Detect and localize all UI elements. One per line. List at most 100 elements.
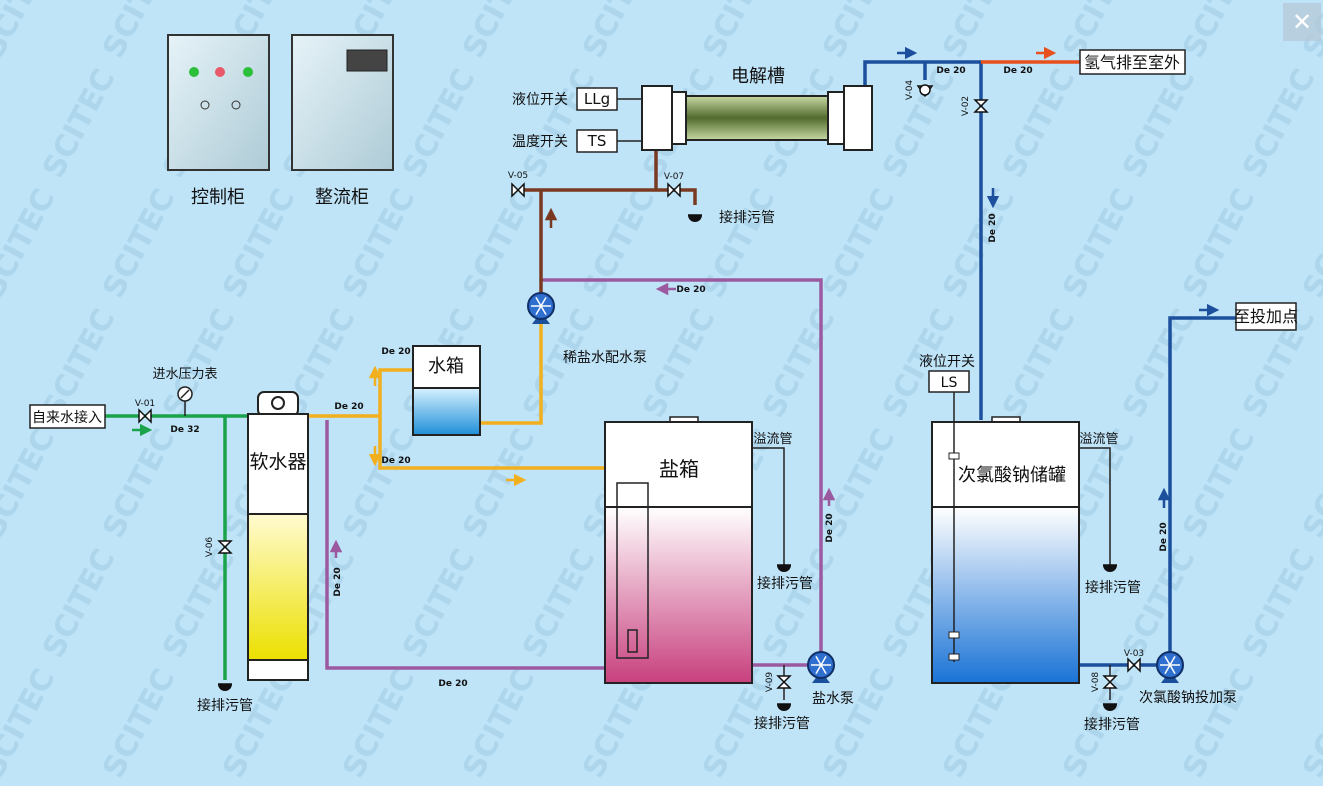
watermark-text: SCITEC xyxy=(96,183,182,303)
drain-hypo-overflow xyxy=(1080,447,1111,565)
watermark-text: SCITEC xyxy=(1176,183,1262,303)
hypo-level-switch-label: 液位开关 xyxy=(919,354,975,370)
pipe-size-label: De 20 xyxy=(825,513,835,542)
watermark-text: SCITEC xyxy=(816,0,902,64)
watermark-text: SCITEC xyxy=(1236,543,1322,663)
pipe-size-labels: De 32 De 20 De 20 De 20 De 20 De 20 De 2… xyxy=(170,66,1169,689)
pipe-size-label: De 20 xyxy=(381,456,410,466)
pipe-size-label: De 20 xyxy=(1003,66,1032,76)
watermark-text: SCITEC xyxy=(696,183,782,303)
watermark-text: SCITEC xyxy=(876,63,962,183)
valve-label: V-07 xyxy=(664,172,684,182)
drain-outlet: 接排污管 xyxy=(757,564,813,592)
hypo-overflow-label: 溢流管 xyxy=(1079,432,1118,447)
switch-knob xyxy=(200,100,210,110)
watermark-text: SCITEC xyxy=(756,303,842,423)
watermark-text: SCITEC xyxy=(1176,0,1262,64)
dosing-point: 至投加点 xyxy=(1234,302,1298,331)
watermark-text: SCITEC xyxy=(156,543,242,663)
salt-tank-fill xyxy=(604,506,753,684)
hydrogen-vent-label: 氢气排至室外 xyxy=(1084,53,1180,72)
watermark-text: SCITEC xyxy=(1296,183,1323,303)
water-tank-label: 水箱 xyxy=(428,356,464,377)
dosing-pump-label: 次氯酸钠投加泵 xyxy=(1139,690,1237,706)
watermark-text: SCITEC xyxy=(336,663,422,782)
watermark-text: SCITEC xyxy=(516,63,602,183)
watermark-text: SCITEC xyxy=(36,63,122,183)
pipe-size-label: De 32 xyxy=(170,425,199,435)
valve-v04: V-04 xyxy=(905,80,934,101)
drain-label: 接排污管 xyxy=(757,575,813,592)
level-switch-line xyxy=(617,98,641,142)
watermark-text: SCITEC xyxy=(0,663,62,782)
watermark-text: SCITEC xyxy=(996,303,1082,423)
water-softener: 软水器 xyxy=(247,391,309,681)
watermark-text: SCITEC xyxy=(0,183,62,303)
watermark-text: SCITEC xyxy=(1116,543,1202,663)
watermark-text: SCITEC xyxy=(1296,423,1323,543)
hydrogen-vent: 氢气排至室外 xyxy=(1079,49,1186,75)
watermark-text: SCITEC xyxy=(1176,423,1262,543)
level-switch-tag: LLg xyxy=(584,90,610,108)
watermark-text: SCITEC xyxy=(996,63,1082,183)
control-cabinet: 控制柜 xyxy=(167,34,270,208)
watermark-text: SCITEC xyxy=(0,303,2,423)
watermark-text: SCITEC xyxy=(456,183,542,303)
watermark-text: SCITEC xyxy=(636,303,722,423)
valve-v01: V-01 xyxy=(135,399,155,424)
hypochlorite-tank: 次氯酸钠储罐 液位开关 LS xyxy=(919,354,1080,684)
dilute-water-pump xyxy=(527,292,555,324)
brine-pump xyxy=(807,651,835,683)
valve-label: V-08 xyxy=(1091,672,1101,693)
pipe-size-label: De 20 xyxy=(936,66,965,76)
hypo-dosing-pipe xyxy=(1080,316,1236,667)
green-indicator-light xyxy=(189,67,199,77)
tap-water-label: 自来水接入 xyxy=(32,409,102,426)
watermark-text: SCITEC xyxy=(696,0,782,64)
red-indicator-light xyxy=(215,67,225,77)
drain-salt-overflow xyxy=(752,447,785,565)
watermark-text: SCITEC xyxy=(456,0,542,64)
pipe-size-label: De 20 xyxy=(676,285,705,295)
valve-v06: V-06 xyxy=(205,537,233,558)
salt-tank-label: 盐箱 xyxy=(659,457,699,481)
salt-tank: 盐箱 xyxy=(604,416,753,684)
watermark-text: SCITEC xyxy=(456,663,542,782)
watermark-text: SCITEC xyxy=(756,543,842,663)
watermark-text: SCITEC xyxy=(816,183,902,303)
watermark-text: SCITEC xyxy=(396,543,482,663)
watermark-text: SCITEC xyxy=(1116,63,1202,183)
valve-label: V-09 xyxy=(765,672,775,693)
water-tank-fill xyxy=(412,387,481,436)
watermark-text: SCITEC xyxy=(1236,63,1322,183)
hypo-level-switch-tag: LS xyxy=(941,375,958,391)
drain-outlet: 接排污管 xyxy=(1084,703,1140,733)
pipe-size-label: De 20 xyxy=(1159,522,1169,551)
valve-v09: V-09 xyxy=(765,672,792,693)
electrolyzer-title: 电解槽 xyxy=(731,66,785,87)
softener-resin xyxy=(247,513,309,661)
drain-outlet: 接排污管 xyxy=(754,703,810,732)
rectifier-cabinet-label: 整流柜 xyxy=(315,187,369,208)
watermark-text: SCITEC xyxy=(516,543,602,663)
electrolyzer: 电解槽 xyxy=(641,66,873,151)
pipe-size-label: De 20 xyxy=(438,679,467,689)
watermark-text: SCITEC xyxy=(36,543,122,663)
pipe-size-label: De 20 xyxy=(988,213,998,242)
close-button[interactable]: ✕ xyxy=(1283,3,1321,41)
valve-label: V-06 xyxy=(205,537,215,558)
pipe-size-label: De 20 xyxy=(334,402,363,412)
pumps xyxy=(527,292,1184,683)
valve-label: V-03 xyxy=(1124,649,1144,659)
valve-v03: V-03 xyxy=(1124,649,1144,673)
watermark-text: SCITEC xyxy=(936,0,1022,64)
valve-v08: V-08 xyxy=(1091,672,1118,693)
valve-v05: V-05 xyxy=(508,171,528,198)
brine-pump-label: 盐水泵 xyxy=(812,691,854,707)
valve-label: V-04 xyxy=(905,80,915,101)
flow-arrows xyxy=(132,46,1220,558)
drain-outlet: 接排污管 xyxy=(197,683,253,714)
watermark-text: SCITEC xyxy=(396,63,482,183)
